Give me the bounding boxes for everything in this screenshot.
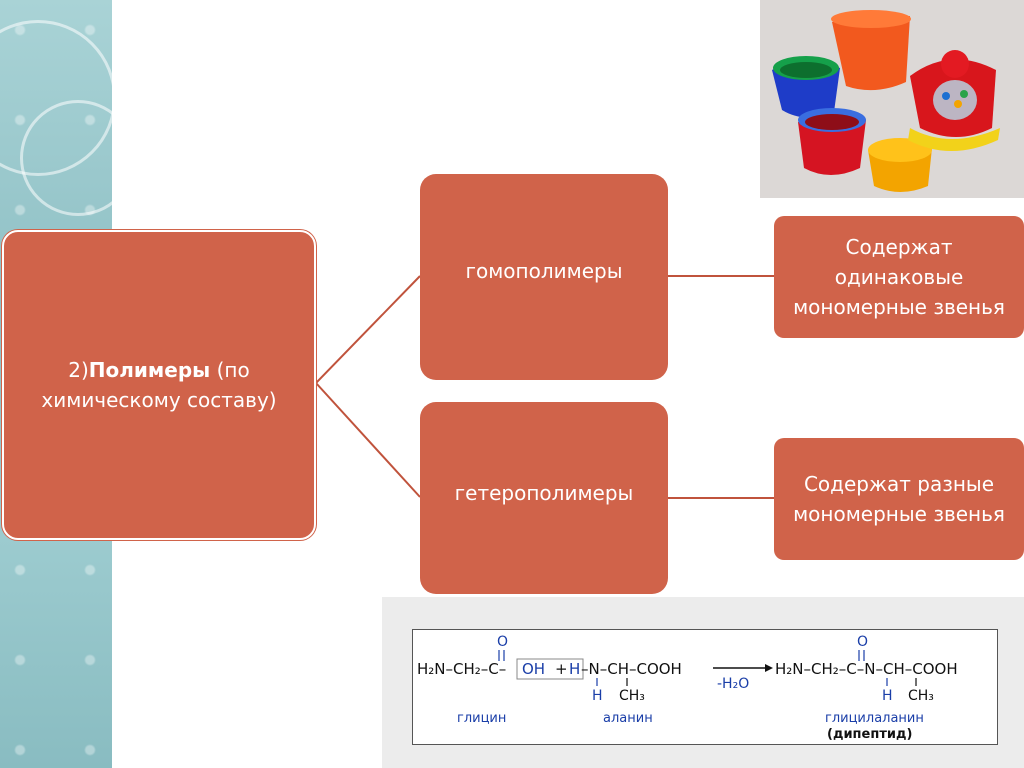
heteropolymers-description-box: Содержат разные мономерные звенья — [774, 438, 1024, 560]
main-subtitle: (по химическому составу) — [41, 358, 277, 412]
alanine-name: аланин — [603, 711, 653, 726]
plus-sign: + — [555, 660, 568, 678]
water-leaving-box — [516, 658, 584, 680]
polymers-main-box: 2)Полимеры (по химическому составу) — [2, 230, 316, 540]
heteropolymers-description: Содержат разные мономерные звенья — [793, 472, 1005, 526]
dipeptide-formula: H₂N–CH₂–C–N–CH–COOH — [775, 660, 958, 678]
alanine-ch3: CH₃ — [619, 688, 645, 704]
alanine-h: H — [592, 688, 603, 704]
main-prefix: 2) — [68, 358, 89, 382]
stacking-cups-photo — [760, 0, 1024, 198]
glycine-name: глицин — [457, 711, 506, 726]
glycine-formula: H₂N–CH₂–C– — [417, 660, 506, 678]
peptide-reaction-frame: H₂N–CH₂–C– O OH + H –N–CH–COOH H CH₃ гли… — [412, 629, 998, 745]
heteropolymers-label: гетерополимеры — [454, 481, 634, 505]
product-h: H — [882, 688, 893, 704]
decorative-ring — [20, 100, 136, 216]
homopolymers-label: гомополимеры — [465, 259, 623, 283]
connector-main-to-hetero — [315, 382, 421, 498]
product-carbonyl-o: O — [857, 634, 868, 650]
amine-hydrogen: H — [569, 660, 580, 678]
product-ch3: CH₃ — [908, 688, 934, 704]
glycine-carbonyl-o: O — [497, 634, 508, 650]
homopolymers-description: Содержат одинаковые мономерные звенья — [793, 235, 1005, 319]
hydroxyl-group: OH — [522, 660, 545, 678]
connector-main-to-homo — [315, 275, 421, 384]
polymers-main-text: 2)Полимеры (по химическому составу) — [16, 355, 302, 415]
stacking-cups-illustration — [760, 0, 1024, 198]
heteropolymers-box: гетерополимеры — [420, 402, 668, 594]
homopolymers-description-box: Содержат одинаковые мономерные звенья — [774, 216, 1024, 338]
homopolymers-box: гомополимеры — [420, 174, 668, 380]
peptide-reaction-panel: H₂N–CH₂–C– O OH + H –N–CH–COOH H CH₃ гли… — [382, 597, 1024, 768]
dipeptide-label: (дипептид) — [827, 727, 912, 742]
main-title: Полимеры — [88, 358, 211, 382]
alanine-formula: –N–CH–COOH — [581, 660, 682, 678]
peptide-reaction-equation: H₂N–CH₂–C– O OH + H –N–CH–COOH H CH₃ гли… — [417, 634, 958, 742]
dipeptide-name: глицилаланин — [825, 711, 924, 726]
reaction-arrow-head — [765, 664, 773, 672]
water-elimination: -H₂O — [717, 676, 749, 692]
